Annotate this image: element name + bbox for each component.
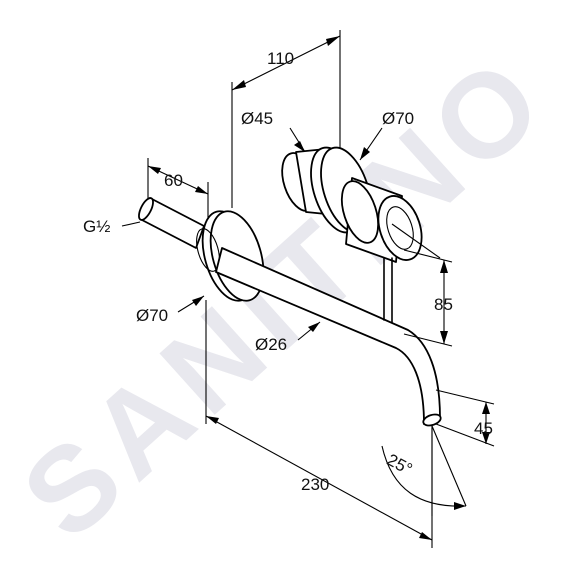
dimension-thread: G½ — [83, 217, 141, 236]
spout — [215, 247, 442, 427]
label-60: 60 — [164, 171, 183, 190]
dimension-d26: Ø26 — [255, 321, 321, 354]
dimension-85: 85 — [403, 249, 453, 347]
dimension-45: 45 — [435, 389, 495, 447]
dimension-d70-left: Ø70 — [136, 295, 205, 325]
label-45: 45 — [474, 419, 493, 438]
label-angle: 25° — [384, 450, 416, 479]
dimension-d70-top: Ø70 — [359, 109, 414, 161]
label-d45: Ø45 — [241, 109, 273, 128]
label-230: 230 — [301, 475, 329, 494]
label-d70-left: Ø70 — [136, 306, 168, 325]
label-thread: G½ — [83, 217, 110, 236]
dimension-110: 110 — [231, 30, 341, 208]
label-85: 85 — [434, 295, 453, 314]
label-d26: Ø26 — [255, 335, 287, 354]
supply-pipe — [138, 197, 205, 249]
dimension-60: 60 — [147, 158, 209, 232]
label-d70-top: Ø70 — [382, 109, 414, 128]
label-110: 110 — [267, 49, 294, 68]
handle-unit — [281, 146, 441, 263]
dimension-d45: Ø45 — [241, 109, 306, 153]
dimension-angle: 25° — [381, 425, 467, 516]
